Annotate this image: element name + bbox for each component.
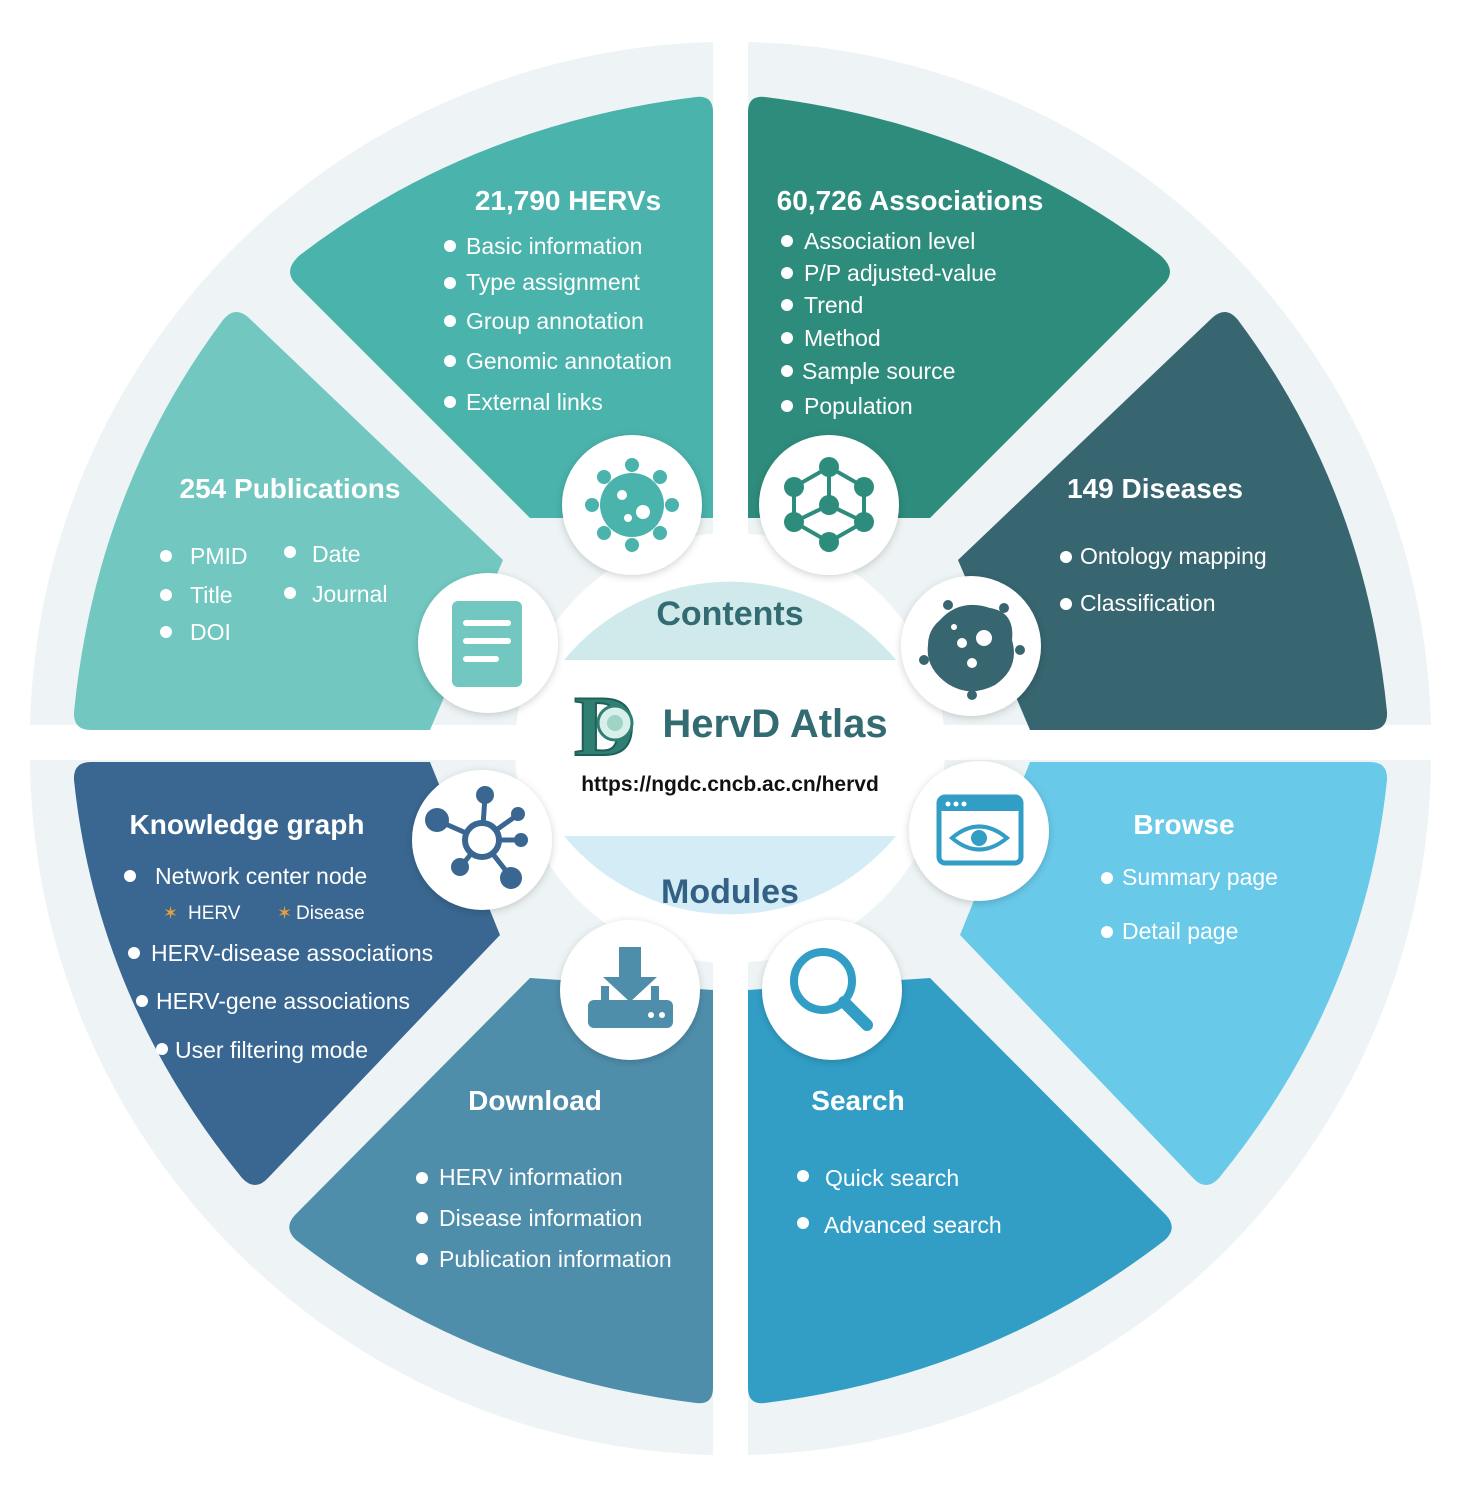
associations-title: 60,726 Associations	[777, 185, 1044, 216]
search-icon	[790, 948, 873, 1031]
knowledge-subitem: HERV	[188, 903, 241, 924]
eye-window-icon	[936, 794, 1024, 866]
search-icon-badge	[762, 920, 902, 1060]
associations-item: Association level	[804, 228, 975, 254]
publications-item: Title	[190, 582, 233, 608]
diseases-item: Ontology mapping	[1080, 543, 1267, 569]
sector-hervs	[290, 96, 713, 518]
download-item: Disease information	[439, 1205, 642, 1231]
hub-network-icon-badge	[412, 770, 552, 910]
diseases-item: Classification	[1080, 590, 1216, 616]
download-item: HERV information	[439, 1164, 623, 1190]
publications-item: Date	[312, 541, 361, 567]
icon-circles	[412, 435, 1049, 1060]
browse-title: Browse	[1133, 809, 1234, 840]
publications-text: 254 Publications PMID Title DOI Date Jou…	[160, 473, 400, 645]
cell-icon	[919, 600, 1025, 700]
hervs-item: Type assignment	[466, 269, 640, 295]
hub-network-icon	[425, 786, 528, 889]
knowledge-item: HERV-gene associations	[156, 988, 410, 1014]
download-item: Publication information	[439, 1246, 672, 1272]
publications-item: PMID	[190, 543, 248, 569]
modules-label: Modules	[661, 873, 799, 911]
contents-label: Contents	[656, 595, 803, 633]
download-icon-badge	[560, 920, 700, 1060]
hervd-logo: D	[573, 677, 637, 775]
sector-panels	[73, 96, 1388, 1404]
sector-associations	[748, 96, 1170, 518]
sector-knowledge-graph	[73, 762, 501, 1185]
download-icon	[588, 947, 673, 1028]
hervs-title: 21,790 HERVs	[475, 185, 661, 216]
associations-item: Sample source	[802, 358, 955, 384]
center-url[interactable]: https://ngdc.cncb.ac.cn/hervd	[581, 773, 879, 796]
publications-item: DOI	[190, 619, 231, 645]
download-text: Download HERV information Disease inform…	[416, 1085, 672, 1272]
sector-download	[289, 978, 713, 1404]
hervs-item: Group annotation	[466, 308, 644, 334]
knowledge-item: User filtering mode	[175, 1037, 368, 1063]
knowledge-item: Network center node	[155, 863, 367, 889]
knowledge-text: Knowledge graph Network center node ✶ HE…	[124, 809, 433, 1063]
search-item: Advanced search	[824, 1212, 1002, 1238]
eye-window-icon-badge	[909, 761, 1049, 901]
document-icon	[452, 601, 522, 687]
browse-item: Detail page	[1122, 918, 1238, 944]
hervs-item: External links	[466, 389, 603, 415]
associations-item: Trend	[804, 292, 863, 318]
knowledge-item: HERV-disease associations	[151, 940, 433, 966]
star-icon: ✶	[277, 903, 292, 923]
center-title: HervD Atlas	[662, 702, 887, 746]
browse-text: Browse Summary page Detail page	[1101, 809, 1278, 944]
molecule-network-icon-badge	[759, 435, 899, 575]
knowledge-title: Knowledge graph	[130, 809, 365, 840]
hervs-item: Basic information	[466, 233, 642, 259]
knowledge-subitem: Disease	[296, 903, 365, 924]
hervs-text: 21,790 HERVs Basic information Type assi…	[444, 185, 672, 415]
modules-band	[564, 836, 896, 915]
contents-band	[564, 581, 896, 660]
diseases-text: 149 Diseases Ontology mapping Classifica…	[1060, 473, 1267, 616]
sector-browse	[960, 762, 1388, 1185]
sector-diseases	[958, 311, 1388, 730]
publications-item: Journal	[312, 581, 387, 607]
search-title: Search	[811, 1085, 904, 1116]
star-icon: ✶	[163, 903, 178, 923]
associations-item: Method	[804, 325, 881, 351]
associations-item: P/P adjusted-value	[804, 260, 997, 286]
center-hub: Contents Modules D HervD Atlas https://n…	[515, 533, 945, 963]
download-title: Download	[468, 1085, 602, 1116]
browse-item: Summary page	[1122, 864, 1278, 890]
document-icon-badge	[418, 573, 558, 713]
associations-text: 60,726 Associations Association level P/…	[777, 185, 1044, 419]
publications-title: 254 Publications	[180, 473, 401, 504]
associations-item: Population	[804, 393, 913, 419]
virus-icon-badge	[562, 435, 702, 575]
sector-search	[748, 978, 1172, 1404]
hervs-item: Genomic annotation	[466, 348, 672, 374]
search-item: Quick search	[825, 1165, 959, 1191]
sector-publications	[73, 311, 504, 730]
virus-icon	[585, 458, 679, 552]
molecule-network-icon	[784, 457, 874, 552]
diseases-title: 149 Diseases	[1067, 473, 1243, 504]
cell-icon-badge	[901, 576, 1041, 716]
search-text: Search Quick search Advanced search	[797, 1085, 1002, 1238]
